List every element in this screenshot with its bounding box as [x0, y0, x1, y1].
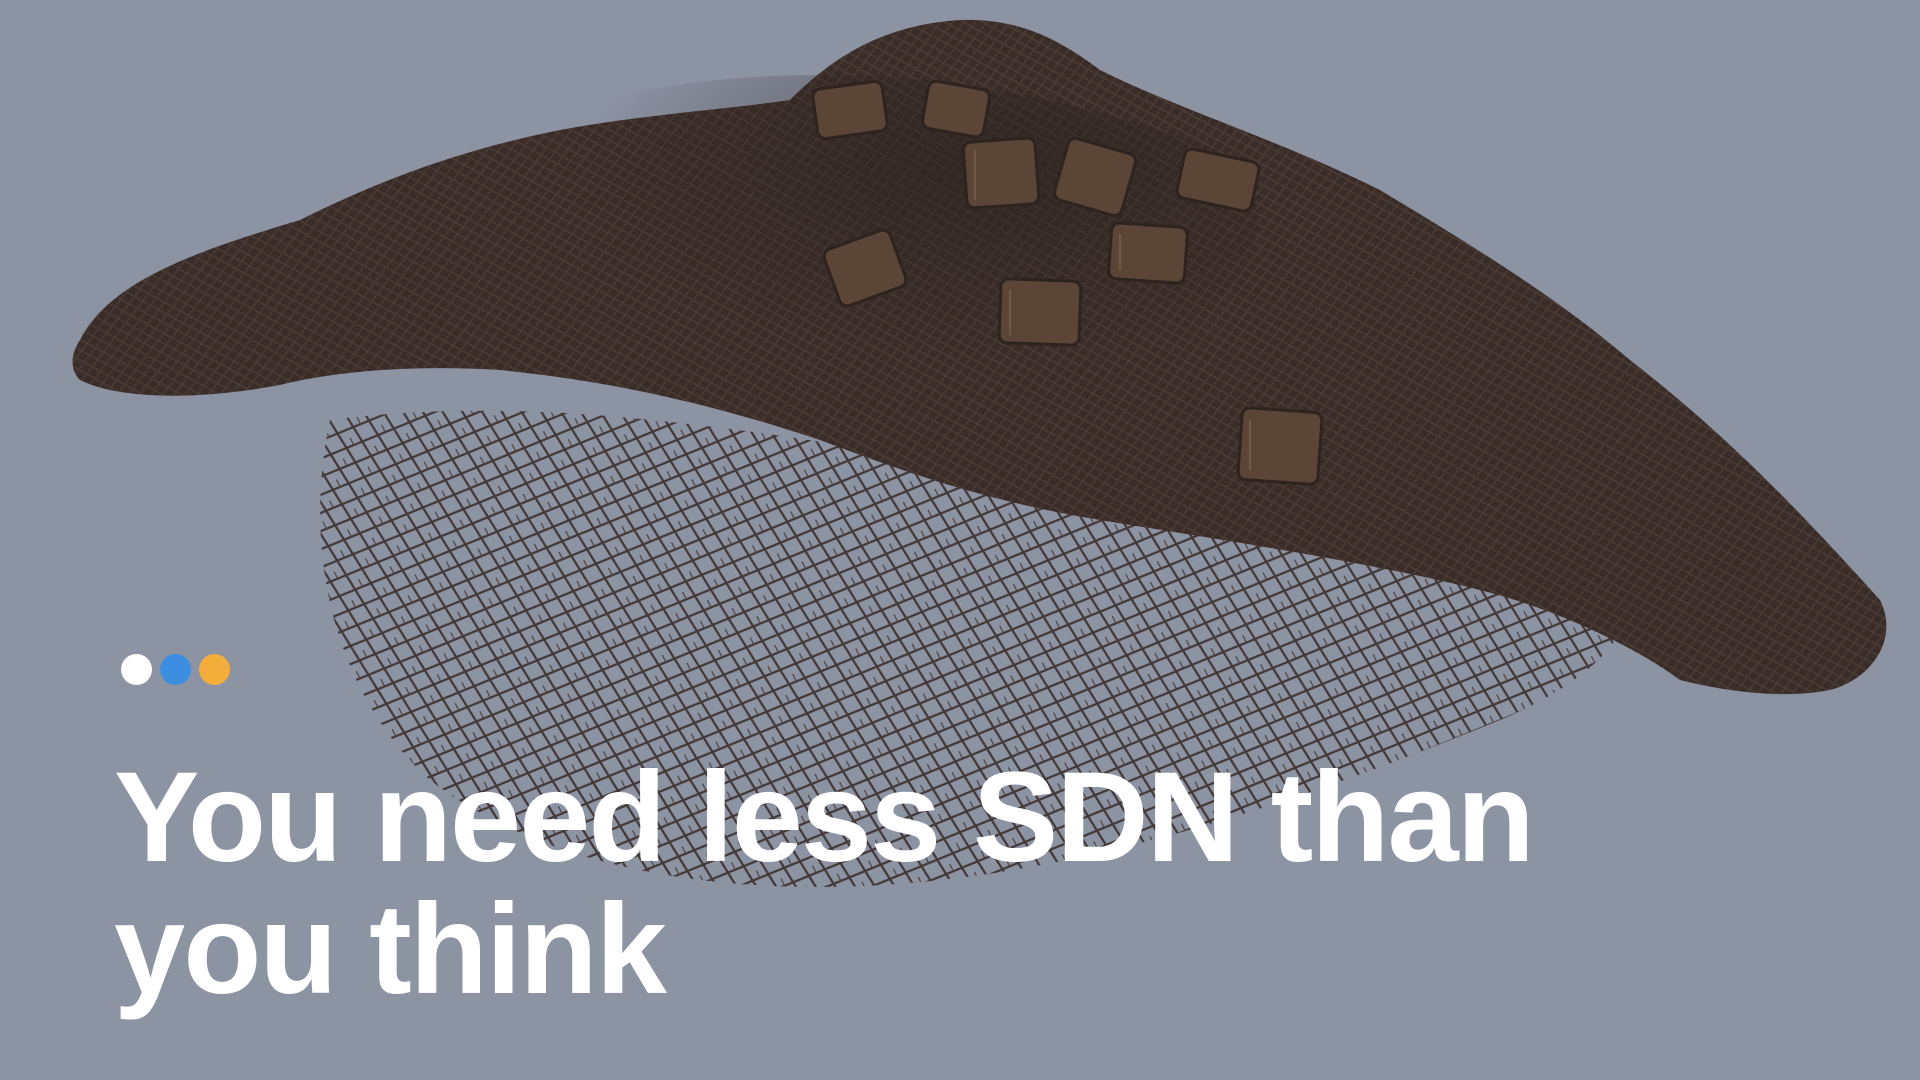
blue-dot-icon: [160, 654, 191, 685]
white-dot-icon: [121, 654, 152, 685]
slide-dots: [121, 654, 230, 686]
orange-dot-icon: [199, 654, 230, 685]
slide-title: You need less SDN than you think: [114, 746, 1535, 1021]
